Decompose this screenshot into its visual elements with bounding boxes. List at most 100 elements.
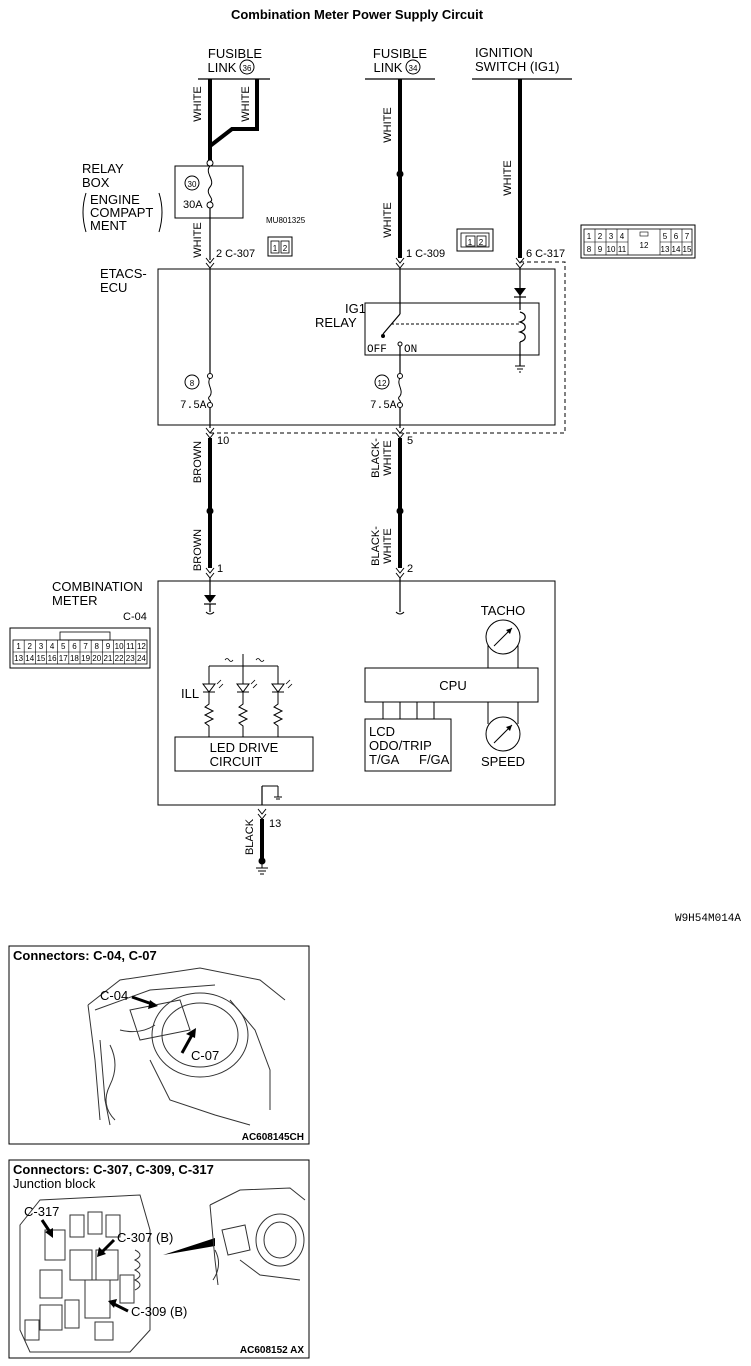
wire-label-black: BLACK — [244, 818, 256, 855]
fuse-8-rating: 7.5A — [180, 400, 207, 412]
panel1-code: AC608145CH — [242, 1132, 304, 1143]
etacs-label-2: ECU — [100, 280, 127, 295]
panel2-label-c317: C-317 — [24, 1204, 59, 1219]
chevron-c309 — [395, 257, 405, 269]
ig1-relay-label: IG1 — [345, 301, 366, 316]
figure-code: W9H54M014A — [675, 913, 741, 925]
c317-cell-2: 2 — [598, 232, 603, 241]
cpu-box — [364, 667, 539, 703]
combination-meter-box — [157, 580, 556, 806]
c04-cell-19: 19 — [81, 654, 90, 663]
fusible-36-number: 36 — [243, 64, 252, 73]
etacs-pin-5: 5 — [407, 435, 413, 447]
led-drive-label-2: CIRCUIT — [210, 754, 263, 769]
panel2-subtitle: Junction block — [13, 1176, 96, 1191]
c04-cell-22: 22 — [115, 654, 124, 663]
fusible-34-number: 34 — [409, 64, 418, 73]
fuse-12-rating: 7.5A — [370, 400, 397, 412]
lcd-fga: F/GA — [419, 752, 450, 767]
meter-input-diode — [204, 595, 216, 603]
fuse-12-element — [398, 377, 402, 403]
c04-cell-20: 20 — [92, 654, 101, 663]
wire-label-bw-2a: BLACK- — [370, 526, 382, 566]
wire-label-brown-1: BROWN — [192, 441, 204, 483]
panel1-title: Connectors: C-04, C-07 — [13, 948, 157, 963]
meter-pin-2: 2 — [407, 563, 413, 575]
splice-black-white — [396, 507, 404, 515]
meter-pin-1: 1 — [217, 563, 223, 575]
connector-c309-label: 1 C-309 — [406, 248, 445, 260]
tacho-gauge — [485, 619, 521, 655]
etacs-pin-10: 10 — [217, 435, 229, 447]
connector-c307-face — [267, 236, 293, 257]
c04-cell-7: 7 — [83, 642, 88, 651]
wire-label-bw-2b: WHITE — [382, 528, 394, 563]
arrow-c07 — [180, 1034, 194, 1054]
led-drive-label: LED DRIVE — [210, 740, 279, 755]
junction-block-illustration — [19, 1194, 151, 1353]
c317-cell-6: 6 — [674, 232, 679, 241]
c04-cell-14: 14 — [25, 654, 34, 663]
c04-cell-10: 10 — [115, 642, 124, 651]
relay-box-paren-right — [158, 192, 163, 233]
wire-label-white-5: WHITE — [382, 202, 394, 237]
led-drive-circuit-box — [174, 736, 314, 772]
wire-label-brown-2: BROWN — [192, 529, 204, 571]
wire-label-bw-1a: BLACK- — [370, 438, 382, 478]
relay-box-label: RELAY — [82, 161, 124, 176]
c307-cell-1: 1 — [273, 244, 278, 253]
led-ill — [202, 666, 224, 737]
c04-cell-13: 13 — [14, 654, 23, 663]
c04-cell-17: 17 — [59, 654, 68, 663]
cpu-label: CPU — [439, 678, 466, 693]
panel1-label-c07: C-07 — [191, 1048, 219, 1063]
fuse-30-badge — [184, 175, 200, 191]
wire-label-white-6: WHITE — [502, 160, 514, 195]
lcd-odo-trip: ODO/TRIP — [369, 738, 432, 753]
c317-cell-1: 1 — [587, 232, 592, 241]
relay-box-label-2: BOX — [82, 175, 110, 190]
splice-point-mid — [396, 170, 404, 178]
speed-label: SPEED — [481, 754, 525, 769]
meter-pin-13: 13 — [269, 818, 281, 830]
etacs-label: ETACS- — [100, 266, 147, 281]
c317-cell-9: 9 — [598, 245, 603, 254]
dashboard-illustration-2 — [209, 1187, 306, 1286]
c04-cell-5: 5 — [61, 642, 66, 651]
lcd-tga: T/GA — [369, 752, 400, 767]
led-2 — [236, 666, 258, 737]
c04-cell-21: 21 — [103, 654, 112, 663]
c317-cell-12: 12 — [640, 241, 649, 250]
lcd-label: LCD — [369, 724, 395, 739]
c317-cell-15: 15 — [683, 245, 692, 254]
meter-label-2: METER — [52, 593, 98, 608]
fuse-30-element — [207, 165, 213, 203]
c317-cell-4: 4 — [620, 232, 625, 241]
wire-label-bw-1b: WHITE — [382, 440, 394, 475]
meter-label: COMBINATION — [52, 579, 143, 594]
c317-cell-13: 13 — [661, 245, 670, 254]
diagram-title: Combination Meter Power Supply Circuit — [231, 7, 484, 22]
panel2-label-c307: C-307 (B) — [117, 1230, 173, 1245]
c04-cell-23: 23 — [126, 654, 135, 663]
fusible-36-badge — [239, 59, 255, 75]
arrow-c309 — [113, 1302, 129, 1313]
c317-cell-14: 14 — [672, 245, 681, 254]
arrow-c307 — [100, 1238, 116, 1254]
panel2-code: AC608152 AX — [240, 1345, 304, 1356]
connector-c307-label: 2 C-307 — [216, 248, 255, 260]
c309-cell-1: 1 — [468, 238, 473, 247]
c04-cell-11: 11 — [126, 642, 135, 651]
ig1-relay-label-2: RELAY — [315, 315, 357, 330]
relay-part-code: MU801325 — [266, 216, 306, 225]
c04-cell-6: 6 — [72, 642, 77, 651]
fuse-12-badge — [374, 374, 390, 390]
lcd-box — [364, 718, 452, 772]
c307-cell-2: 2 — [283, 244, 288, 253]
relay-box-sub3: MENT — [90, 218, 127, 233]
wire-label-white-3: WHITE — [192, 222, 204, 257]
etacs-ecu-box — [157, 268, 556, 426]
c04-cell-8: 8 — [95, 642, 100, 651]
fusible-link-36-label-2: LINK — [208, 60, 237, 75]
